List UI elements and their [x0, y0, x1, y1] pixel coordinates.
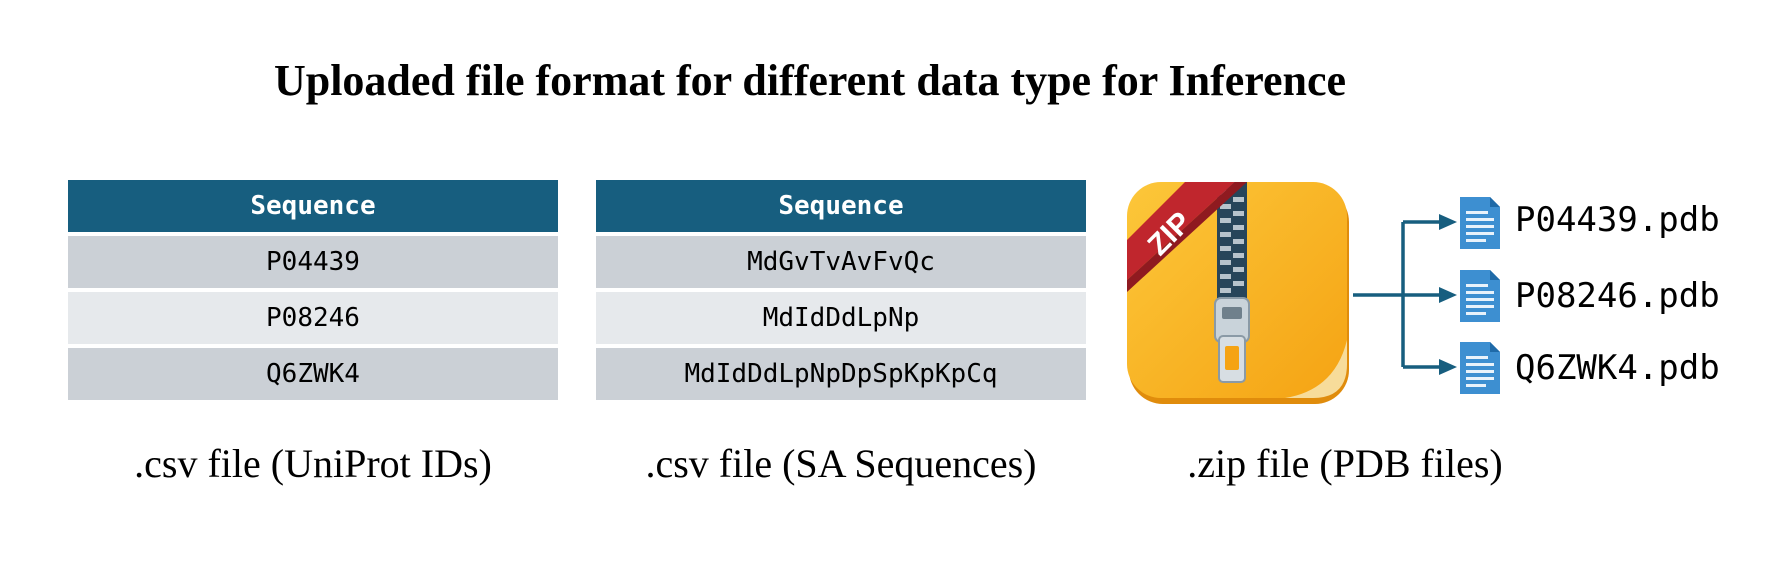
document-icon	[1460, 342, 1500, 394]
uniprot-table: Sequence P04439 P08246 Q6ZWK4	[68, 180, 558, 400]
table-header: Sequence	[68, 180, 558, 232]
branch-arrows	[1353, 214, 1457, 375]
uniprot-caption: .csv file (UniProt IDs)	[134, 441, 492, 486]
table-row: P04439	[68, 236, 558, 288]
table-row: MdIdDdLpNpDpSpKpKpCq	[596, 348, 1086, 400]
document-icon	[1460, 197, 1500, 249]
table-header: Sequence	[596, 180, 1086, 232]
zip-archive-icon: ZIP	[1127, 182, 1349, 404]
table-row: P08246	[68, 292, 558, 344]
table-row: Q6ZWK4	[68, 348, 558, 400]
sa-sequence-table: Sequence MdGvTvAvFvQc MdIdDdLpNp MdIdDdL…	[596, 180, 1086, 400]
page-title: Uploaded file format for different data …	[273, 56, 1347, 105]
document-icon	[1460, 270, 1500, 322]
pdb-file-name: Q6ZWK4.pdb	[1515, 348, 1720, 388]
pdb-file-name: P08246.pdb	[1515, 276, 1720, 316]
zip-caption: .zip file (PDB files)	[1187, 441, 1503, 486]
table-row: MdGvTvAvFvQc	[596, 236, 1086, 288]
table-row: MdIdDdLpNp	[596, 292, 1086, 344]
sa-caption: .csv file (SA Sequences)	[645, 441, 1037, 486]
pdb-file-name: P04439.pdb	[1515, 200, 1720, 240]
